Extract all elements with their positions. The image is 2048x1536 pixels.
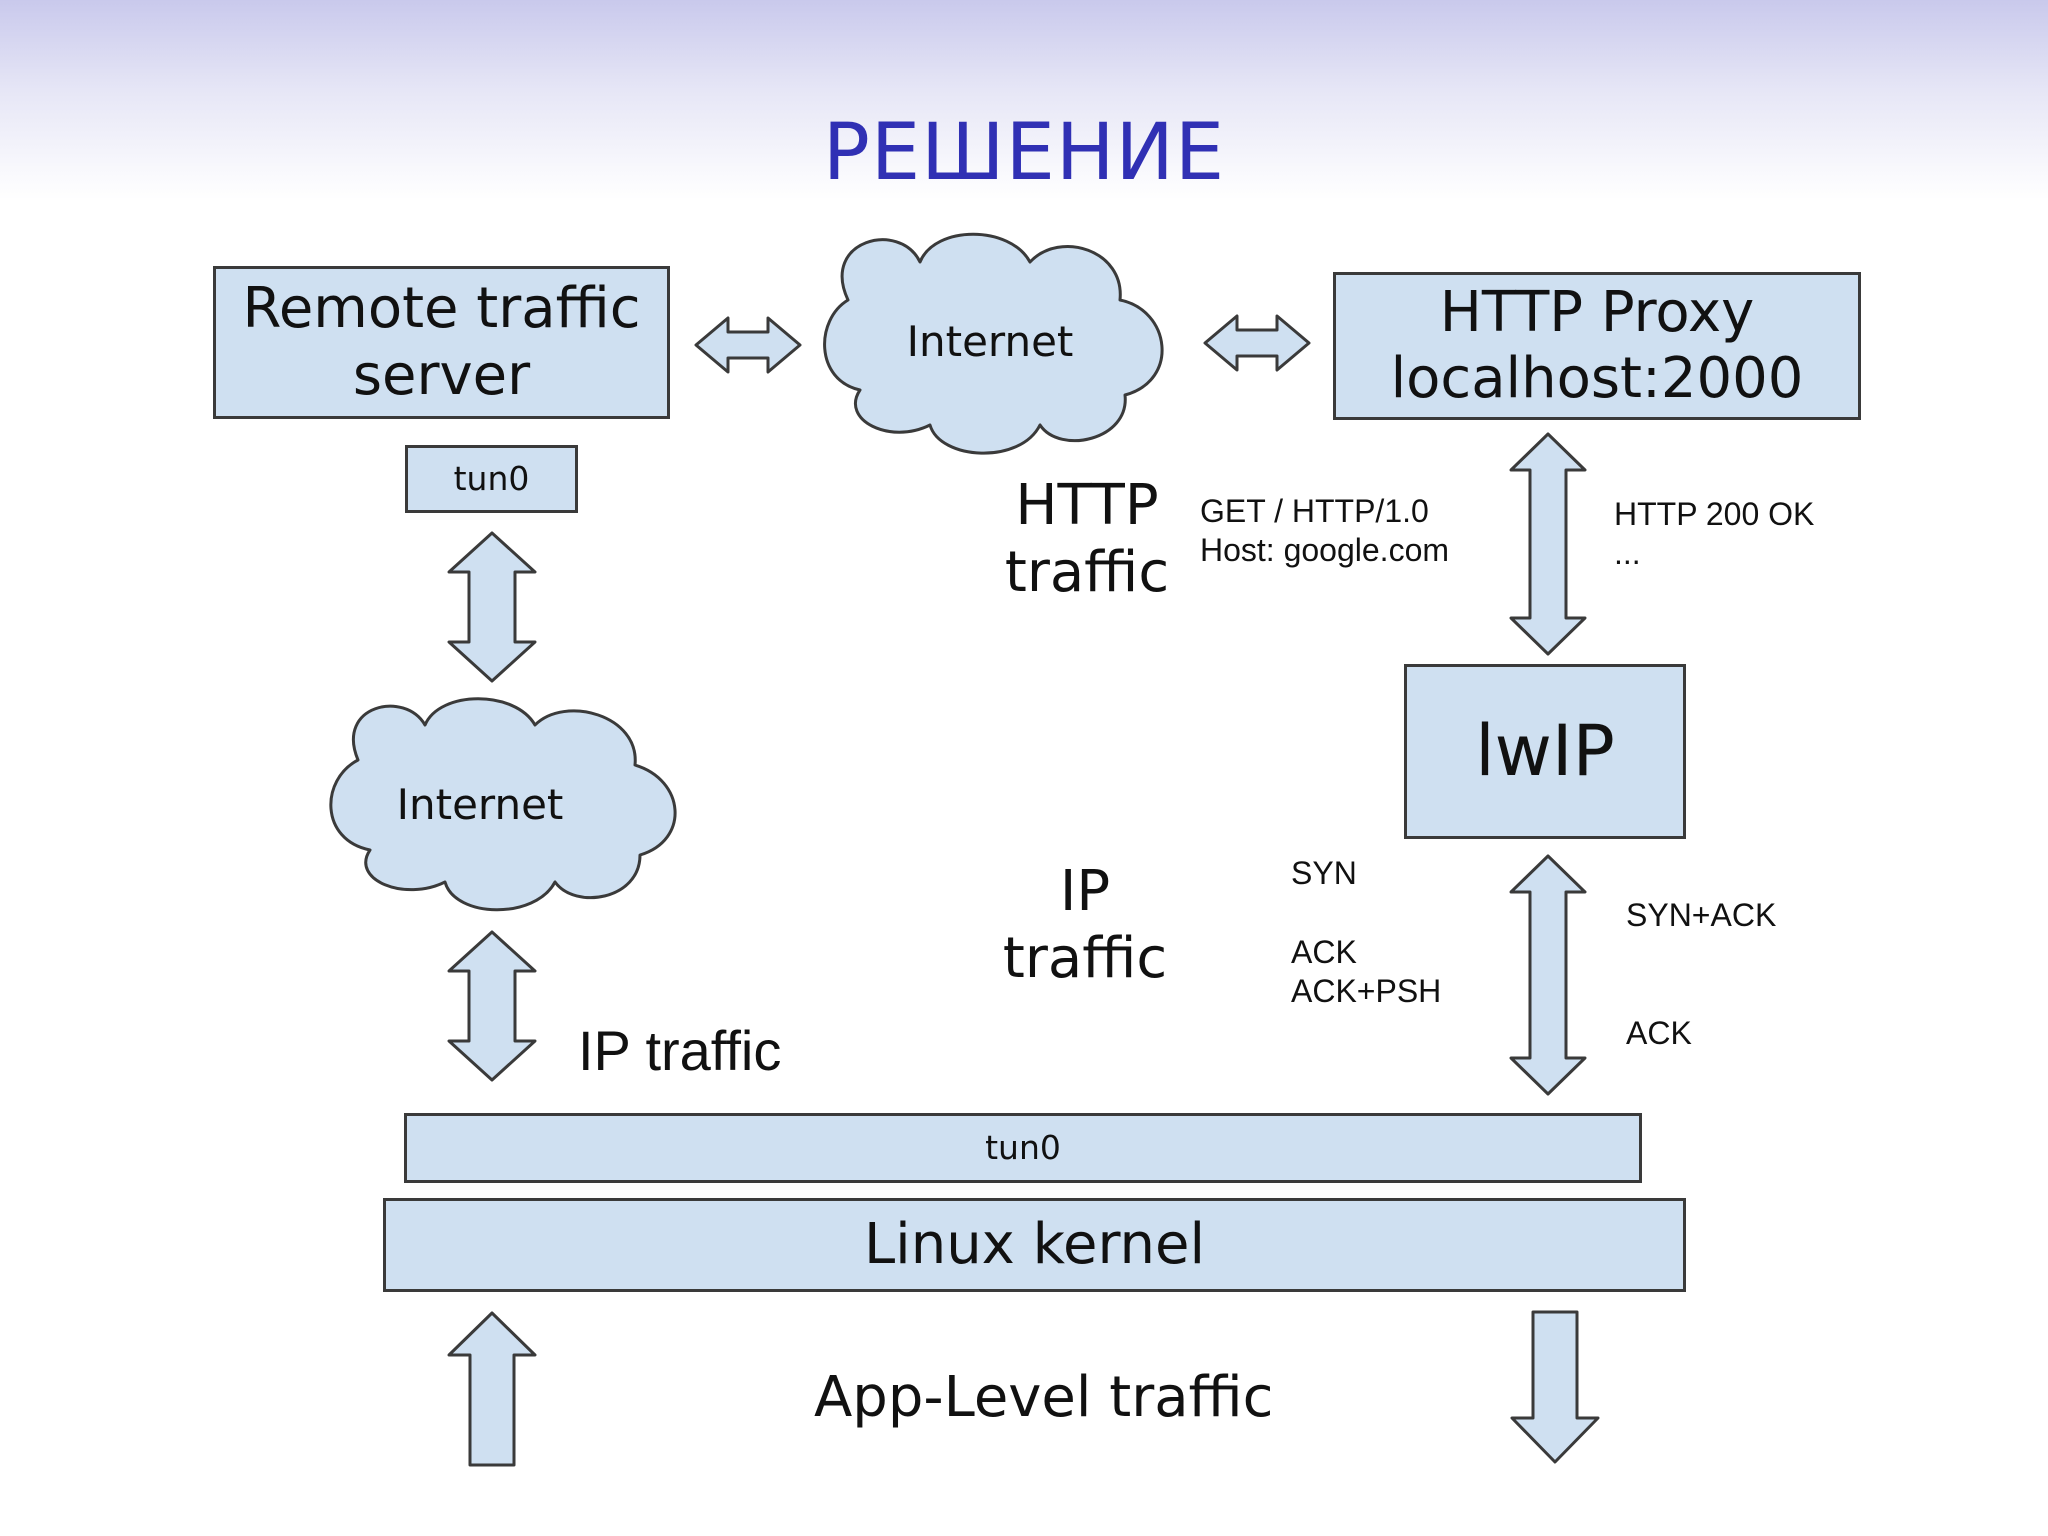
- packet-syn: SYN: [1291, 855, 1357, 891]
- ip-traffic-left-label: IP traffic: [578, 1019, 782, 1082]
- arrow-down-app: [1510, 1310, 1600, 1464]
- ip-traffic-center-label: IP traffic: [1002, 858, 1168, 992]
- http-request-label: GET / HTTP/1.0 Host: google.com: [1200, 492, 1449, 570]
- lwip: lwIP: [1404, 664, 1686, 839]
- http-traffic-line-1: HTTP: [1015, 473, 1159, 538]
- arrow-internet-proxy: [1203, 314, 1311, 372]
- lwip-label: lwIP: [1475, 710, 1615, 793]
- packet-syn-ack: SYN+ACK: [1626, 897, 1777, 933]
- http-proxy-name: HTTP Proxy: [1439, 279, 1755, 345]
- arrow-proxy-lwip: [1509, 432, 1587, 656]
- remote-traffic-server: Remote traffic server: [213, 266, 670, 419]
- remote-traffic-server-label: Remote traffic server: [242, 276, 641, 408]
- linux-kernel: Linux kernel: [383, 1198, 1686, 1292]
- arrow-tun-internet: [447, 531, 537, 683]
- tun0-bar-label: tun0: [985, 1127, 1061, 1167]
- internet-left-label: Internet: [396, 780, 564, 829]
- http-proxy: HTTP Proxy localhost:2000: [1333, 272, 1861, 420]
- arrow-internet-tunbar: [447, 930, 537, 1082]
- http-traffic-label: HTTP traffic: [992, 472, 1182, 606]
- ip-traffic-center-line-2: traffic: [1002, 926, 1168, 992]
- tun0-bar: tun0: [404, 1113, 1642, 1183]
- http-request-line-2: Host: google.com: [1200, 532, 1450, 569]
- packet-ack-server: ACK: [1626, 1015, 1692, 1051]
- ip-traffic-center-line-1: IP: [1059, 859, 1111, 924]
- internet-top-label: Internet: [906, 317, 1074, 366]
- http-response-line-1: HTTP 200 OK: [1614, 496, 1815, 532]
- app-level-traffic-label: App-Level traffic: [814, 1365, 1274, 1430]
- arrow-remote-internet: [694, 316, 802, 374]
- http-response-label: HTTP 200 OK ...: [1614, 495, 1814, 573]
- http-proxy-address: localhost:2000: [1390, 346, 1804, 411]
- slide-title: РЕШЕНИЕ: [822, 108, 1226, 198]
- cloud-left-shape: [329, 697, 677, 912]
- arrow-lwip-tunbar: [1509, 854, 1587, 1096]
- packet-ack-psh: ACK+PSH: [1291, 973, 1442, 1009]
- linux-kernel-label: Linux kernel: [863, 1211, 1206, 1277]
- http-request-line-1: GET / HTTP/1.0: [1200, 493, 1429, 529]
- arrow-up-app: [447, 1311, 537, 1467]
- header-band: [0, 0, 2048, 200]
- http-traffic-line-2: traffic: [1004, 540, 1170, 606]
- http-response-line-2: ...: [1614, 535, 1641, 572]
- packet-ack-client: ACK: [1291, 934, 1357, 970]
- remote-tun0: tun0: [405, 445, 578, 513]
- cloud-top-shape: [823, 232, 1164, 455]
- remote-tun0-label: tun0: [453, 458, 530, 498]
